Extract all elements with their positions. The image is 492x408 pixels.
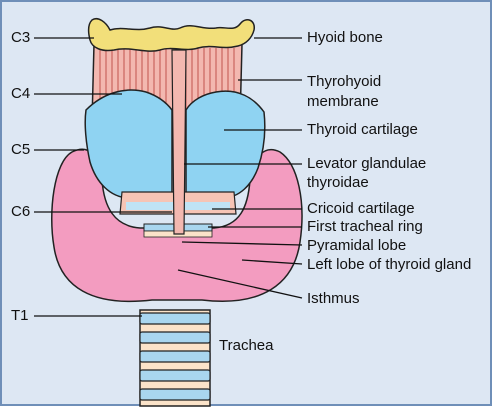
levator-glandulae-thyroidae [171, 49, 187, 235]
label-isthmus: Isthmus [307, 290, 360, 307]
trachea-ring [139, 369, 211, 382]
label-levator-1: Levator glandulae [307, 155, 427, 172]
thyroid-gland [51, 148, 303, 303]
leader-isthmus [177, 269, 303, 299]
label-trachea: Trachea [219, 337, 274, 354]
leader-lines [34, 37, 303, 317]
level-c4: C4 [11, 85, 31, 102]
leader-pyramidal [181, 241, 303, 246]
label-pyramidal-lobe: Pyramidal lobe [307, 237, 407, 254]
label-first-tracheal-ring: First tracheal ring [307, 218, 423, 235]
label-left-lobe: Left lobe of thyroid gland [307, 256, 472, 273]
label-cricoid-cartilage: Cricoid cartilage [307, 200, 415, 217]
label-levator-2: thyroidae [307, 174, 369, 191]
level-c3: C3 [11, 29, 31, 46]
level-c6: C6 [11, 203, 31, 220]
thyroid-cartilage [185, 90, 266, 199]
thyroid-cartilage [84, 89, 173, 199]
level-t1: T1 [11, 307, 29, 324]
label-thyrohyoid-2: membrane [307, 93, 379, 110]
label-thyrohyoid-1: Thyrohyoid [307, 73, 382, 90]
trachea [139, 309, 211, 407]
hyoid-bone [87, 18, 255, 52]
trachea-ring [139, 388, 211, 401]
level-c5: C5 [11, 141, 31, 158]
trachea-ring [139, 331, 211, 344]
leader-left-lobe [241, 259, 303, 265]
trachea-ring [139, 312, 211, 325]
label-thyroid-cartilage: Thyroid cartilage [307, 121, 418, 138]
trachea-ring [139, 350, 211, 363]
label-hyoid-bone: Hyoid bone [307, 29, 383, 46]
